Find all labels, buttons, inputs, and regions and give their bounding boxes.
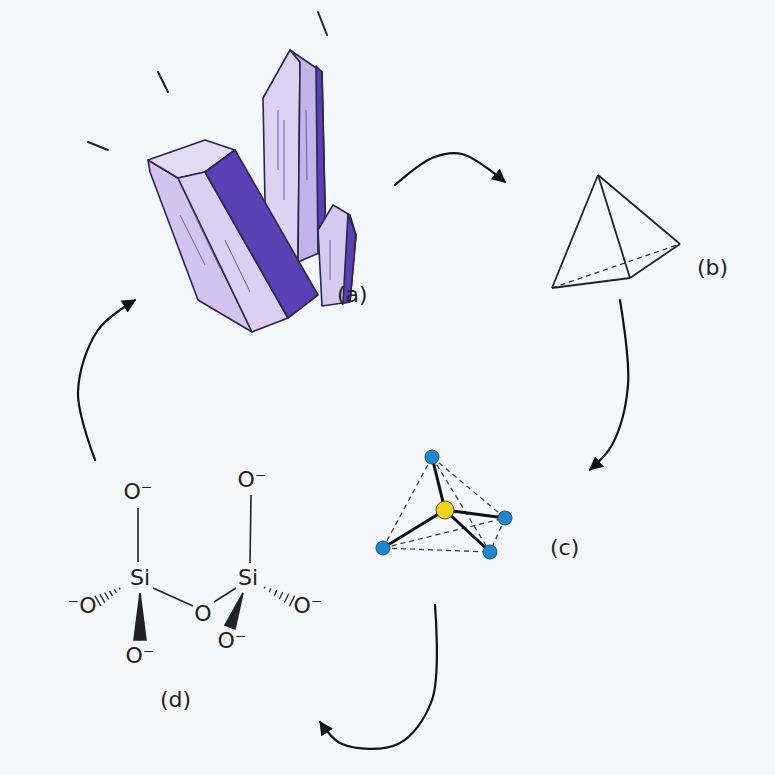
hashed-bond-stroke	[269, 589, 271, 593]
oxygen-ball	[498, 511, 512, 525]
cycle-arrow	[320, 605, 437, 749]
sparkle-line	[88, 142, 108, 150]
tetrahedron	[552, 175, 680, 288]
atom-label: O⁻	[238, 468, 267, 492]
grain-line	[284, 120, 285, 200]
atom-label: O⁻	[294, 594, 323, 618]
structural-formula-bonds	[95, 495, 295, 640]
figure-label: (d)	[160, 688, 191, 712]
silicon-ball	[436, 501, 454, 519]
cycle-arrow	[590, 300, 628, 470]
atom-label-holder: O⁻	[294, 594, 323, 618]
formula-figure: (d)	[40, 460, 380, 722]
grain-line	[330, 240, 331, 280]
grain-line	[225, 240, 250, 292]
wedge-bond	[134, 593, 146, 640]
sparkle-line	[158, 72, 168, 92]
hashed-bond-stroke	[274, 590, 277, 595]
crystal-dark-face	[205, 150, 318, 318]
cycle-arrow	[395, 153, 505, 185]
hashed-bond-stroke	[263, 587, 265, 589]
oxygen-ball	[483, 545, 497, 559]
figure-label: (a)	[337, 283, 368, 307]
tetrahedron-figure: (b)	[505, 160, 745, 300]
atom-label: O⁻	[218, 629, 247, 653]
tetra-hidden-edge	[552, 244, 680, 288]
figure-label: (c)	[550, 536, 579, 560]
atom-label-holder: O⁻	[218, 629, 247, 653]
atom-label-holder: Si	[130, 566, 150, 590]
crystal-figure: (a)	[135, 40, 395, 320]
ball-stick-figure: (c)	[365, 440, 590, 605]
atom-label: O⁻	[124, 480, 153, 504]
atom-label: Si	[130, 566, 150, 590]
atom-label-holder: O⁻	[126, 644, 155, 668]
atom-label-holder: O	[194, 602, 211, 626]
grain-line	[278, 110, 279, 170]
hashed-bond-stroke	[279, 592, 282, 599]
atom-label-holder: ⁻O	[68, 594, 97, 618]
tetra-edge	[552, 278, 630, 288]
tetra-edge	[630, 244, 680, 278]
dashed-edge	[383, 548, 490, 552]
atom-label-holder: O⁻	[238, 468, 267, 492]
hashed-bond-stroke	[119, 588, 121, 590]
hashed-bond-stroke	[284, 594, 288, 603]
grain-line	[190, 205, 220, 268]
hashed-bond-stroke	[100, 594, 105, 603]
oxygen-ball	[376, 541, 390, 555]
hashed-bond-stroke	[110, 591, 113, 596]
dashed-edge	[432, 457, 505, 518]
tetra-edge	[598, 175, 680, 244]
bond-stick	[383, 510, 445, 548]
atom-label-holder: O⁻	[124, 480, 153, 504]
figure-label: (b)	[697, 256, 728, 280]
single-bond	[137, 508, 139, 562]
oxygen-ball	[425, 450, 439, 464]
single-bond	[250, 495, 251, 563]
cycle-arrow	[78, 300, 135, 460]
atom-label: Si	[238, 566, 258, 590]
tetra-edge	[552, 175, 598, 288]
single-bond	[153, 588, 193, 606]
atom-label: ⁻O	[68, 594, 97, 618]
dashed-edge	[383, 518, 505, 548]
crystal-grain	[180, 110, 330, 292]
atom-label-holder: Si	[238, 566, 258, 590]
grain-line	[306, 110, 307, 180]
wedge-bond	[225, 593, 243, 629]
tetra-edge	[598, 175, 630, 278]
ball-stick-tetrahedron	[376, 450, 512, 559]
dashed-edge	[432, 457, 490, 552]
hashed-bond-stroke	[105, 593, 109, 600]
atom-label: O	[194, 602, 211, 626]
hashed-bond-stroke	[114, 589, 116, 592]
atom-label: O⁻	[126, 644, 155, 668]
quartz-crystal	[148, 50, 356, 332]
grain-line	[180, 215, 205, 265]
sparkle-line	[318, 12, 327, 35]
single-bond	[214, 588, 236, 602]
